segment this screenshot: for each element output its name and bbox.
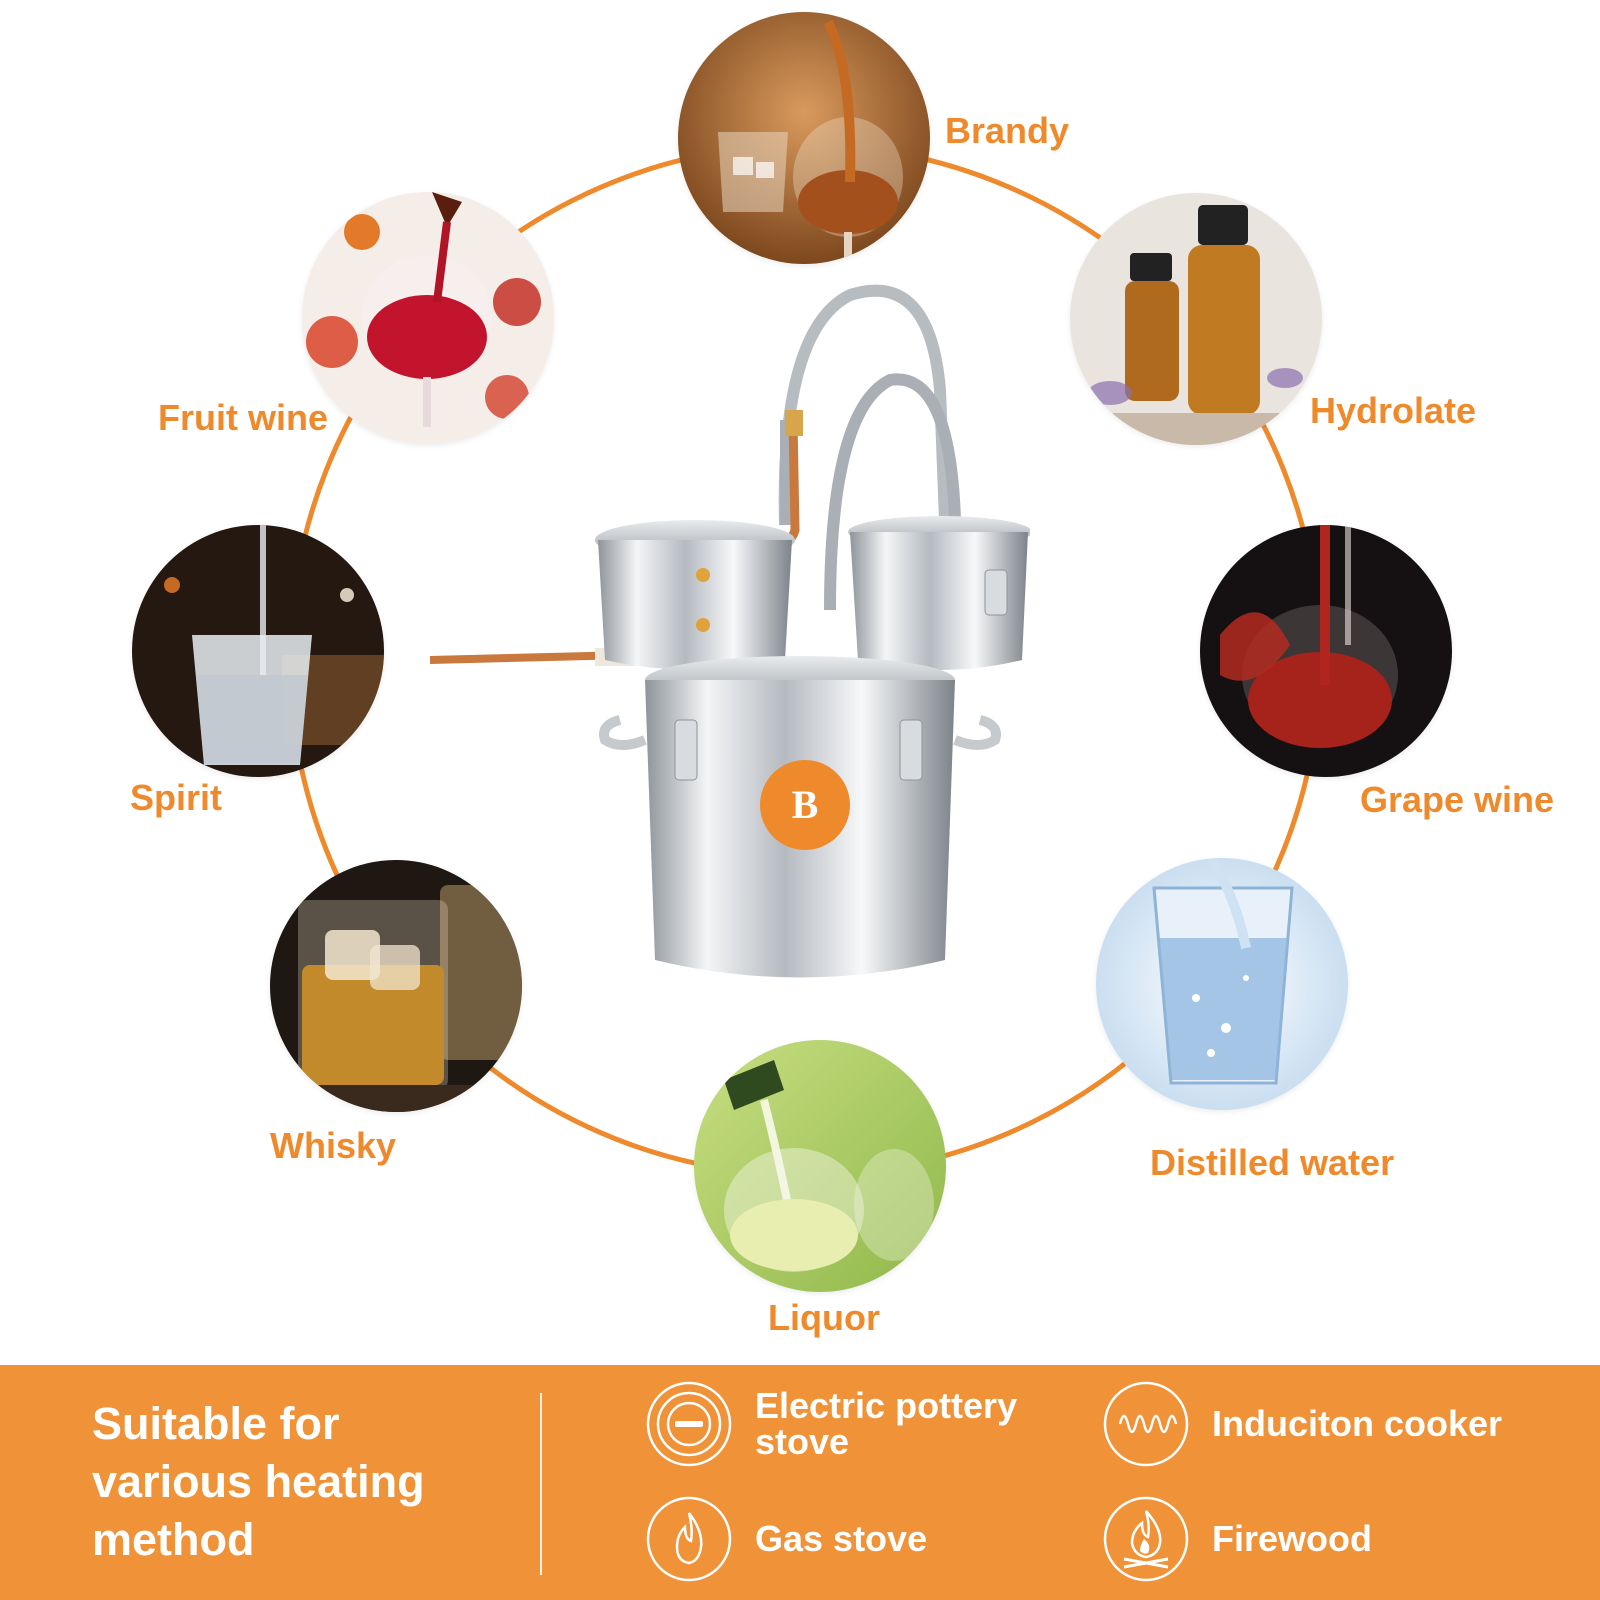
band-divider [540,1393,542,1575]
method-electric-pottery-stove: Electric pottery stove [645,1380,1055,1468]
method-label: Firewood [1212,1518,1372,1559]
use-label-fruit-wine: Fruit wine [158,397,328,438]
use-label-liquor: Liquor [768,1297,880,1338]
spirit-shot-glass-image [132,525,384,777]
method-induction-cooker: Inducitоn cooker [1102,1380,1552,1468]
heating-title: Suitable for various heating method [92,1398,425,1565]
use-label-distilled-water: Distilled water [1150,1142,1395,1183]
heating-methods-band: Suitable for various heating method Elec… [0,1365,1600,1600]
gas-flame-icon [645,1495,733,1583]
electric-stove-icon [645,1380,733,1468]
induction-coil-icon [1102,1380,1190,1468]
whisky-glass-image [270,860,522,1112]
essential-oil-bottles-image [1070,193,1322,445]
fruit-wine-glass-image [302,192,554,444]
method-label: Gas stove [755,1518,928,1559]
use-label-whisky: Whisky [270,1125,397,1166]
use-label-brandy: Brandy [945,110,1070,151]
distiller-product-image: B [429,270,1032,1010]
method-label: Electric pottery stove [755,1385,1018,1462]
water-glass-image [1096,858,1348,1110]
use-label-hydrolate: Hydrolate [1310,390,1477,431]
firewood-icon [1102,1495,1190,1583]
method-firewood: Firewood [1102,1495,1512,1583]
method-gas-stove: Gas stove [645,1495,1055,1583]
red-wine-glass-image [1200,525,1452,777]
svg-text:B: B [792,782,819,827]
white-wine-pour-image [694,1040,946,1292]
brandy-image [678,12,930,264]
use-label-grape-wine: Grape wine [1360,779,1555,820]
use-label-spirit: Spirit [130,777,223,818]
method-label: Inducitоn cooker [1212,1403,1503,1444]
